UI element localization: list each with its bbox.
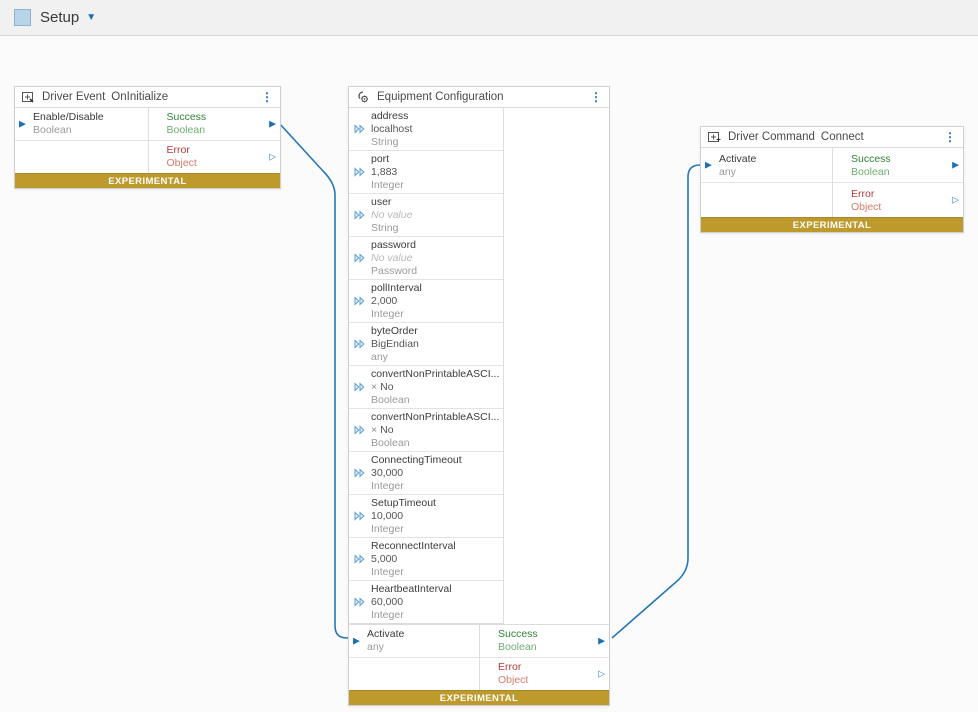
- param-row[interactable]: ReconnectInterval 5,000 Integer: [349, 538, 504, 581]
- chevron-double-icon[interactable]: [354, 210, 366, 220]
- param-row[interactable]: port 1,883 Integer: [349, 151, 504, 194]
- empty-cell: [15, 140, 148, 173]
- kebab-menu-icon[interactable]: ⋮: [590, 90, 602, 104]
- gear-wrench-icon: [356, 90, 370, 104]
- param-row[interactable]: password No value Password: [349, 237, 504, 280]
- node-equipment-configuration[interactable]: Equipment Configuration ⋮ address localh…: [348, 86, 610, 706]
- wire-equipment-to-drivercommand: [611, 164, 701, 639]
- param-row[interactable]: SetupTimeout 10,000 Integer: [349, 495, 504, 538]
- kebab-menu-icon[interactable]: ⋮: [944, 130, 956, 144]
- kebab-menu-icon[interactable]: ⋮: [261, 90, 273, 104]
- node-equipment-header[interactable]: Equipment Configuration ⋮: [349, 87, 609, 108]
- chevron-double-icon[interactable]: [354, 511, 366, 521]
- empty-cell: [701, 182, 832, 217]
- empty-cell: [349, 657, 479, 690]
- input-arrow-icon[interactable]: ▶: [705, 159, 712, 170]
- x-icon: ×: [371, 424, 378, 436]
- setup-color-swatch: [14, 9, 31, 26]
- param-row[interactable]: HeartbeatInterval 60,000 Integer: [349, 581, 504, 624]
- output-arrow-icon[interactable]: ▶: [598, 635, 605, 646]
- param-row[interactable]: ConnectingTimeout 30,000 Integer: [349, 452, 504, 495]
- output-arrow-icon[interactable]: ▶: [952, 159, 959, 170]
- port-error[interactable]: Error Object ▷: [147, 140, 280, 173]
- chevron-double-icon[interactable]: [354, 425, 366, 435]
- node-title: Equipment Configuration: [377, 91, 504, 103]
- setup-header-bar: Setup ▼: [0, 0, 978, 36]
- port-success[interactable]: Success Boolean ▶: [479, 625, 609, 657]
- param-row[interactable]: address localhost String: [349, 108, 504, 151]
- chevron-double-icon[interactable]: [354, 468, 366, 478]
- window-event-icon: [22, 91, 35, 103]
- x-icon: ×: [371, 381, 378, 393]
- port-enable-disable[interactable]: ▶ Enable/Disable Boolean: [19, 111, 104, 136]
- port-activate[interactable]: ▶ Activate any: [353, 628, 405, 653]
- experimental-banner: EXPERIMENTAL: [701, 217, 963, 232]
- port-error[interactable]: Error Object ▷: [479, 657, 609, 690]
- chevron-double-icon[interactable]: [354, 167, 366, 177]
- equipment-param-list: address localhost String port 1,883 Inte…: [349, 108, 504, 624]
- param-row[interactable]: convertNonPrintableASCI... ×No Boolean: [349, 366, 504, 409]
- chevron-double-icon[interactable]: [354, 124, 366, 134]
- input-arrow-icon[interactable]: ▶: [353, 635, 360, 646]
- caret-down-icon[interactable]: ▼: [86, 11, 97, 23]
- port-success[interactable]: Success Boolean ▶: [147, 108, 281, 140]
- output-arrow-icon[interactable]: ▶: [269, 118, 276, 129]
- output-arrow-hollow-icon[interactable]: ▷: [269, 151, 276, 162]
- wire-driverevent-to-equipment: [278, 122, 348, 639]
- window-plus-icon: [708, 131, 721, 143]
- equipment-empty-column: [503, 108, 609, 624]
- port-success[interactable]: Success Boolean ▶: [832, 148, 963, 182]
- chevron-double-icon[interactable]: [354, 296, 366, 306]
- output-arrow-hollow-icon[interactable]: ▷: [598, 668, 605, 679]
- chevron-double-icon[interactable]: [354, 253, 366, 263]
- chevron-double-icon[interactable]: [354, 382, 366, 392]
- chevron-double-icon[interactable]: [354, 554, 366, 564]
- param-row[interactable]: user No value String: [349, 194, 504, 237]
- param-row[interactable]: pollInterval 2,000 Integer: [349, 280, 504, 323]
- page-title: Setup: [40, 9, 80, 26]
- param-row[interactable]: convertNonPrintableASCI... ×No Boolean: [349, 409, 504, 452]
- port-error[interactable]: Error Object ▷: [832, 182, 963, 217]
- experimental-banner: EXPERIMENTAL: [349, 690, 609, 705]
- param-row[interactable]: byteOrder BigEndian any: [349, 323, 504, 366]
- chevron-double-icon[interactable]: [354, 597, 366, 607]
- input-arrow-icon[interactable]: ▶: [19, 118, 26, 129]
- experimental-banner: EXPERIMENTAL: [15, 173, 280, 188]
- chevron-double-icon[interactable]: [354, 339, 366, 349]
- port-activate[interactable]: ▶ Activate any: [705, 153, 757, 178]
- output-arrow-hollow-icon[interactable]: ▷: [952, 194, 959, 205]
